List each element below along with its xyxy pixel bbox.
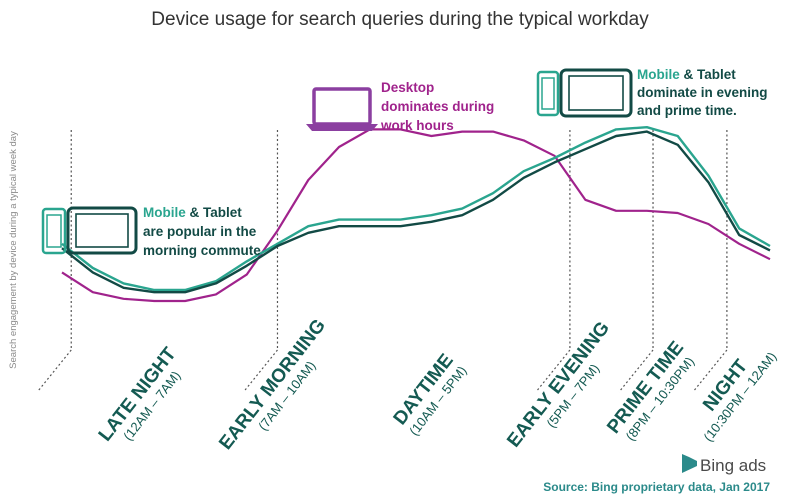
period-label-early-morning: EARLY MORNING (7AM – 10AM) bbox=[215, 315, 330, 454]
period-label-late-night: LATE NIGHT (12AM – 7AM) bbox=[95, 343, 184, 445]
phone-icon bbox=[41, 207, 67, 255]
period-divider-diagonal bbox=[692, 349, 728, 393]
period-label-early-evening: EARLY EVENING (5PM – 7PM) bbox=[503, 318, 614, 452]
period-label-night: NIGHT (10:30PM – 12AM) bbox=[699, 349, 779, 444]
chart-title: Device usage for search queries during t… bbox=[151, 9, 649, 30]
period-label-prime-time: PRIME TIME (8PM – 10:30PM) bbox=[603, 337, 697, 443]
annotation-morning: Mobile & Tablet are popular in the morni… bbox=[41, 205, 261, 258]
phone-icon bbox=[536, 70, 560, 117]
y-axis-label: Search engagement by device during a typ… bbox=[8, 131, 19, 369]
annotation-morning-line-1: Mobile & Tablet bbox=[143, 205, 242, 220]
period-divider-diagonal bbox=[618, 349, 654, 393]
tablet-icon bbox=[66, 206, 138, 255]
period-label-daytime: DAYTIME (10AM – 5PM) bbox=[390, 350, 470, 438]
annotation-desktop: Desktop dominates during work hours bbox=[306, 80, 494, 133]
period-name: EARLY MORNING bbox=[215, 315, 330, 454]
period-divider-diagonal bbox=[535, 349, 571, 393]
annotation-desktop-line-2: dominates during bbox=[381, 99, 494, 114]
annotation-evening-line-3: and prime time. bbox=[637, 103, 737, 118]
series-line-mobile bbox=[61, 125, 771, 292]
annotation-morning-line-3: morning commute bbox=[143, 243, 261, 258]
source-note: Source: Bing proprietary data, Jan 2017 bbox=[543, 480, 770, 494]
bing-b-icon bbox=[682, 454, 697, 473]
period-divider-diagonal bbox=[36, 349, 72, 393]
series-lines bbox=[61, 125, 771, 303]
annotation-evening: Mobile & Tablet dominate in evening and … bbox=[536, 67, 768, 118]
period-dividers bbox=[36, 130, 728, 393]
series-line-tablet bbox=[61, 130, 771, 294]
period-divider-diagonal bbox=[243, 349, 278, 393]
annotation-desktop-line-3: work hours bbox=[380, 118, 454, 133]
bing-ads-logo: Bing ads bbox=[682, 454, 766, 475]
annotation-morning-line-2: are popular in the bbox=[143, 224, 257, 239]
series-line-desktop bbox=[61, 128, 771, 303]
annotation-desktop-line-1: Desktop bbox=[381, 80, 434, 95]
tablet-icon bbox=[559, 68, 633, 118]
laptop-icon bbox=[306, 87, 378, 131]
period-name: EARLY EVENING bbox=[503, 318, 614, 452]
annotation-evening-line-1: Mobile & Tablet bbox=[637, 67, 736, 82]
brand-name: Bing ads bbox=[700, 456, 766, 475]
annotation-evening-line-2: dominate in evening bbox=[637, 85, 768, 100]
